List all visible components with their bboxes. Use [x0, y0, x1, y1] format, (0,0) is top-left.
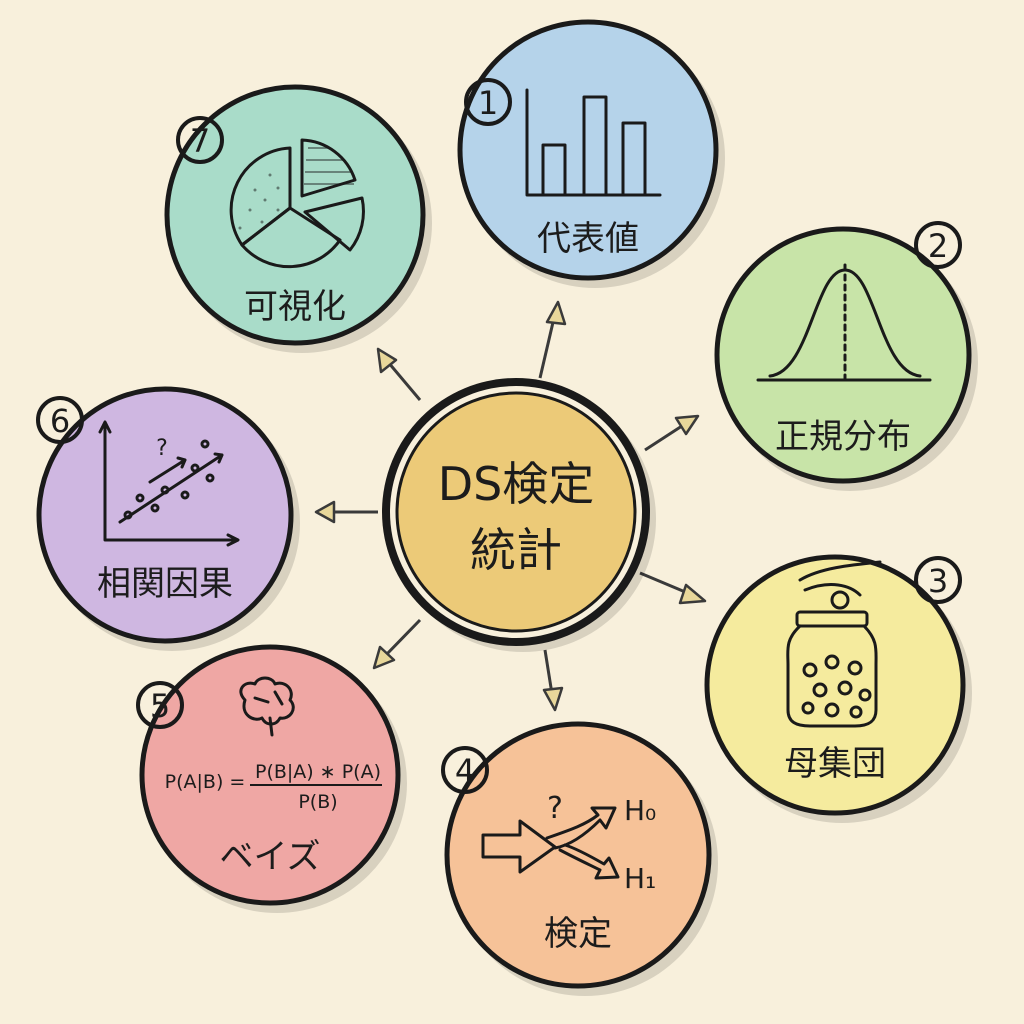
bell-curve-icon	[756, 263, 932, 382]
node-7-number: 7	[190, 122, 210, 160]
jar-sampling-icon	[786, 560, 882, 728]
arrow-to-node-4	[542, 649, 564, 712]
node-3-number: 3	[928, 562, 948, 600]
scatter-plot-icon	[98, 420, 240, 547]
bayes-formula-numerator: P(B|A) ∗ P(A)	[255, 761, 381, 783]
correlation-question-mark: ?	[156, 436, 168, 461]
node-1-label: 代表値	[537, 219, 639, 259]
center-title-line2: 統計	[470, 523, 562, 577]
node-1-number: 1	[478, 84, 498, 122]
node-6-label: 相関因果	[97, 564, 233, 604]
arrow-to-node-2	[644, 414, 700, 452]
node-4-number: 4	[455, 752, 475, 790]
node-2-number: 2	[928, 227, 948, 265]
bayes-formula-lhs: P(A|B) =	[165, 771, 246, 793]
arrow-to-node-7	[376, 347, 422, 401]
center-title-line1: DS検定	[438, 457, 595, 511]
arrow-to-node-6	[314, 500, 378, 524]
node-2-normal-distribution: 正規分布 2	[714, 221, 978, 491]
node-2-label: 正規分布	[775, 417, 911, 457]
brain-icon	[239, 676, 295, 737]
arrow-to-node-5	[372, 618, 422, 670]
center-node: DS検定 統計	[382, 378, 656, 652]
node-7-label: 可視化	[244, 287, 346, 327]
hypothesis-arrows-icon	[481, 806, 620, 880]
node-4-label: 検定	[544, 914, 612, 954]
node-7-visualization: 可視化 7	[164, 84, 432, 353]
bayes-formula-denominator: P(B)	[298, 791, 337, 813]
bar-chart-icon	[525, 88, 662, 197]
h1-label: H₁	[624, 862, 656, 895]
h0-label: H₀	[624, 794, 656, 827]
node-6-number: 6	[50, 402, 70, 440]
node-3-population: 母集団 3	[704, 554, 972, 823]
node-5-label: ベイズ	[220, 837, 321, 877]
pie-chart-icon	[229, 138, 365, 269]
test-question-mark: ?	[547, 791, 563, 826]
node-6-correlation-causation: ? 相関因果 6	[36, 386, 300, 651]
node-3-label: 母集団	[784, 744, 886, 784]
node-4-hypothesis-test: ? H₀ H₁ 検定 4	[441, 721, 718, 996]
node-5-number: 5	[150, 687, 170, 725]
connector-arrows	[314, 300, 707, 712]
node-5-bayes: P(A|B) = P(B|A) ∗ P(A) P(B) ベイズ 5	[136, 644, 407, 913]
node-1-representative-values: 代表値 1	[457, 19, 725, 288]
arrow-to-node-3	[639, 571, 707, 605]
arrow-to-node-1	[538, 300, 567, 379]
